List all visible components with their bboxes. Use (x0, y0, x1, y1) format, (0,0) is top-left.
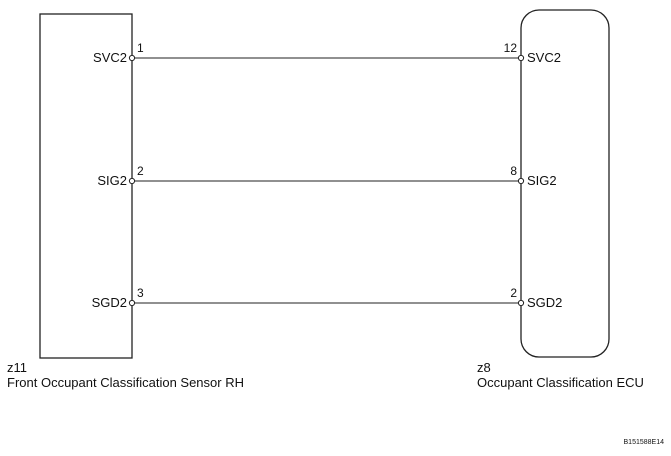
left-component-name: Front Occupant Classification Sensor RH (7, 375, 244, 390)
right-terminal (517, 299, 525, 307)
left-terminal (128, 299, 136, 307)
wire-3: SGD2 3 2 SGD2 (92, 286, 563, 310)
left-component-box (39, 13, 133, 359)
right-component-name: Occupant Classification ECU (477, 375, 644, 390)
right-terminal (517, 54, 525, 62)
right-pin-label: SIG2 (527, 173, 557, 188)
left-pin-label: SGD2 (92, 295, 127, 310)
left-pin-number: 1 (137, 41, 144, 55)
left-pin-number: 3 (137, 286, 144, 300)
left-terminal (128, 177, 136, 185)
wire-2: SIG2 2 8 SIG2 (97, 164, 556, 188)
right-pin-number: 2 (510, 286, 517, 300)
left-pin-number: 2 (137, 164, 144, 178)
left-pin-label: SIG2 (97, 173, 127, 188)
left-component-code: z11 (7, 360, 27, 375)
right-pin-number: 12 (504, 41, 518, 55)
left-terminal (128, 54, 136, 62)
right-pin-label: SVC2 (527, 50, 561, 65)
left-pin-label: SVC2 (93, 50, 127, 65)
right-terminal (517, 177, 525, 185)
right-pin-number: 8 (510, 164, 517, 178)
right-component-code: z8 (477, 360, 491, 375)
right-pin-label: SGD2 (527, 295, 562, 310)
figure-reference-id: B151588E14 (624, 439, 665, 446)
wire-1: SVC2 1 12 SVC2 (93, 41, 561, 65)
